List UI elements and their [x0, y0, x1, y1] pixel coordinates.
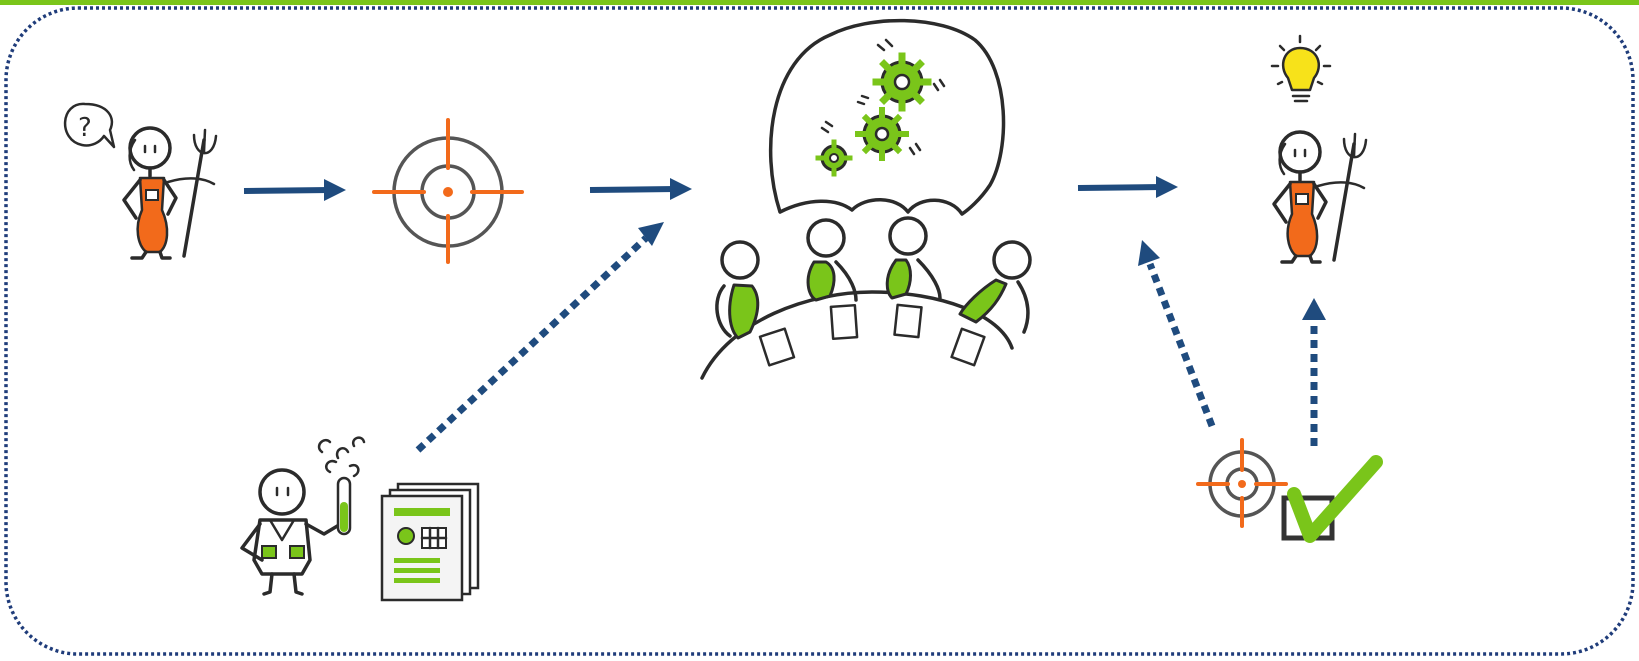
- gear-medium: [855, 107, 909, 161]
- dotted-arrow-check-to-meeting: [1138, 240, 1216, 428]
- meeting-person-3: [885, 216, 942, 300]
- arrow-target-to-meeting: [589, 178, 692, 200]
- farmer-lightbulb-icon: [1270, 34, 1368, 264]
- svg-text:?: ?: [78, 113, 92, 143]
- target-checkmark-icon: [1196, 438, 1383, 543]
- frame-dotted-border: [4, 6, 1635, 656]
- meeting-person-2: [806, 218, 858, 302]
- meeting-gears-icon: [700, 18, 1032, 380]
- meeting-person-4: [958, 240, 1032, 334]
- gear-large: [872, 52, 932, 112]
- farmer-question-icon: ?: [63, 102, 218, 260]
- dotted-arrow-check-to-farmer: [1302, 298, 1326, 446]
- gear-small: [815, 139, 853, 177]
- arrow-farmer-to-target: [243, 179, 346, 201]
- arrow-meeting-to-farmer: [1077, 176, 1178, 198]
- dotted-arrow-researcher-to-meeting: [415, 222, 664, 453]
- meeting-person-1: [715, 240, 760, 340]
- researcher-documents-icon: [240, 436, 480, 602]
- frame-top-bar: [0, 0, 1639, 5]
- lightbulb-icon: [1270, 34, 1332, 103]
- target-icon: [372, 118, 524, 264]
